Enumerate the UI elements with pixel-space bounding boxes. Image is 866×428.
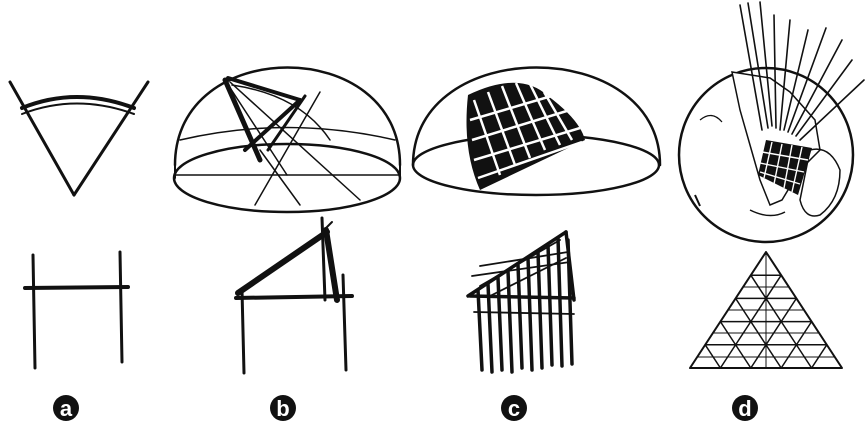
panel-b: b	[174, 68, 400, 422]
panel-d: d	[679, 2, 864, 421]
panel-b-frame-sketch	[236, 218, 352, 373]
panel-c-lattice-shell	[467, 83, 586, 190]
panel-b-label: b	[276, 396, 289, 421]
panel-c: c	[413, 68, 660, 422]
panel-d-label: d	[738, 396, 751, 421]
panel-a-label: a	[60, 396, 73, 421]
panel-a	[10, 82, 148, 368]
panel-c-frame-sketch	[468, 232, 575, 372]
panel-a-frame-sketch	[25, 252, 128, 368]
panel-b-dome-sketch	[174, 68, 400, 213]
panel-a-sector-sketch	[10, 82, 148, 195]
panel-c-label: c	[508, 396, 520, 421]
panel-d-triangle-lattice	[690, 252, 842, 368]
